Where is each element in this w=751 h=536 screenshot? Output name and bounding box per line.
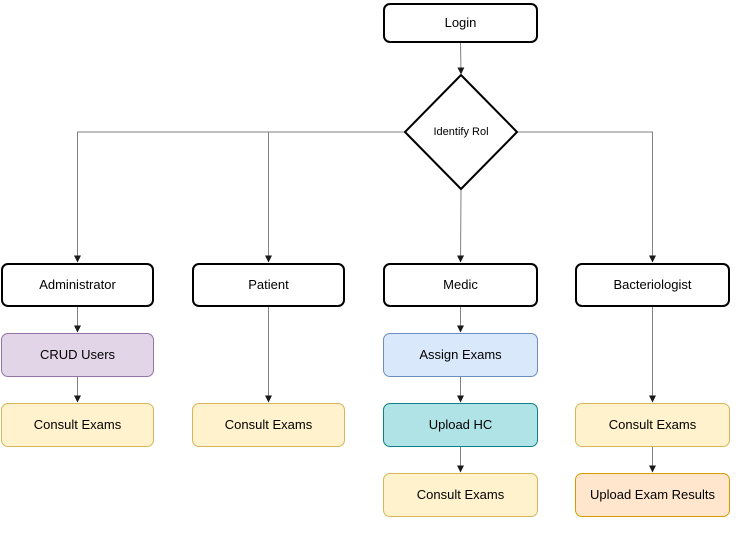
node-administrator: Administrator xyxy=(1,263,154,307)
node-upload-exam-results: Upload Exam Results xyxy=(575,473,730,517)
node-crud-users: CRUD Users xyxy=(1,333,154,377)
edge-identify-rol-to-administrator xyxy=(74,131,405,263)
node-medic: Medic xyxy=(383,263,538,307)
edge-identify-rol-to-patient xyxy=(265,131,405,263)
edge-login-to-identify-rol xyxy=(457,42,465,75)
node-consult-exams-medic: Consult Exams xyxy=(383,473,538,517)
flow-arrows xyxy=(74,42,656,473)
node-patient: Patient xyxy=(192,263,345,307)
node-assign-exams: Assign Exams xyxy=(383,333,538,377)
node-bacteriologist: Bacteriologist xyxy=(575,263,730,307)
node-consult-exams-patient: Consult Exams xyxy=(192,403,345,447)
node-consult-exams-admin: Consult Exams xyxy=(1,403,154,447)
decision-diamond-shape xyxy=(404,74,518,190)
node-identify-rol-label: Identify Rol xyxy=(433,126,489,138)
node-login: Login xyxy=(383,3,538,43)
edge-identify-rol-to-bacteriologist xyxy=(517,131,656,263)
node-upload-hc: Upload HC xyxy=(383,403,538,447)
node-consult-exams-bact: Consult Exams xyxy=(575,403,730,447)
edge-identify-rol-to-medic xyxy=(457,188,465,263)
